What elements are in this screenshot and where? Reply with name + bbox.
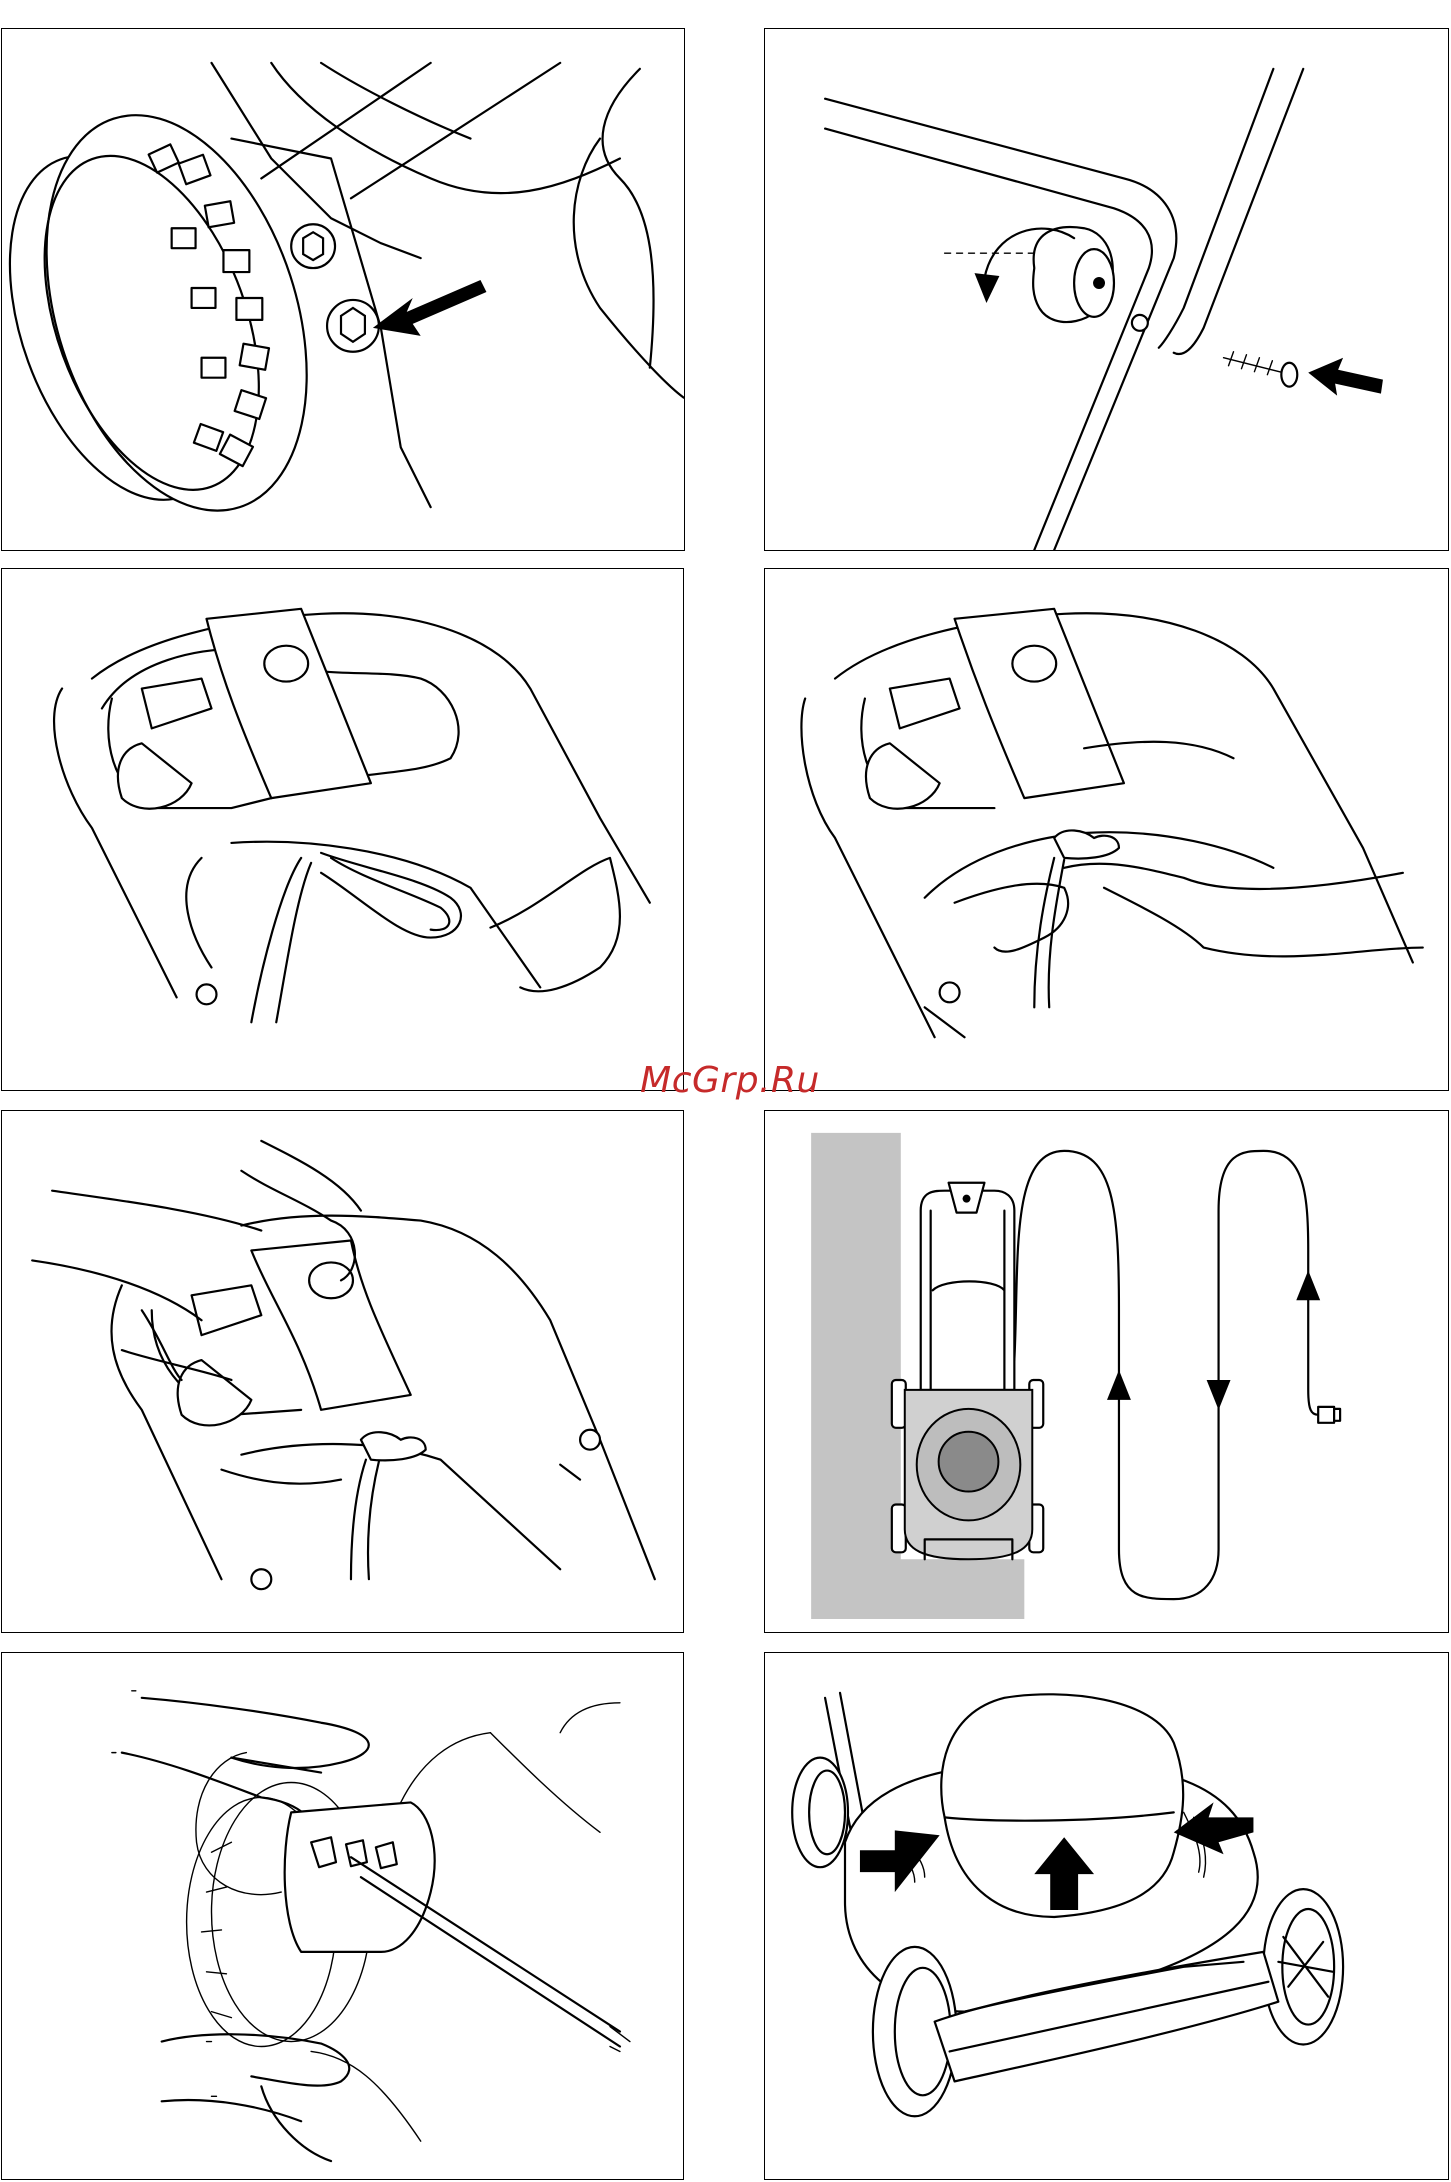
panel-switch-grip-handle bbox=[1, 1110, 684, 1633]
cable-hook bbox=[361, 1432, 426, 1460]
plug-icon bbox=[1318, 1407, 1340, 1423]
panel-cable-loop-handle bbox=[1, 568, 684, 1091]
lawnmower-top-view bbox=[892, 1183, 1043, 1560]
watermark: McGrp.Ru bbox=[610, 1060, 850, 1101]
mowing-pattern-diagram bbox=[765, 1111, 1448, 1632]
panel-wheel-bolt bbox=[1, 28, 685, 551]
handle-knob-illustration bbox=[765, 29, 1448, 550]
direction-arrow-icon bbox=[1107, 1370, 1131, 1400]
screw bbox=[1224, 352, 1298, 387]
knob bbox=[1033, 227, 1114, 322]
cable-hook bbox=[1054, 830, 1119, 858]
arrow-icon bbox=[1308, 358, 1383, 396]
switch-grip-illustration bbox=[2, 1111, 683, 1632]
arrow-icon bbox=[373, 280, 487, 336]
panel-cable-hook-handle bbox=[764, 568, 1449, 1091]
panel-grassbox-fit bbox=[764, 1652, 1449, 2180]
direction-arrow-icon bbox=[1296, 1270, 1320, 1300]
panel-height-adjust-lever bbox=[1, 1652, 684, 2180]
panel-cable-mowing-pattern bbox=[764, 1110, 1449, 1633]
cable-hook-illustration bbox=[765, 569, 1448, 1090]
grassbox-illustration bbox=[765, 1653, 1448, 2179]
panel-handle-knob-screw bbox=[764, 28, 1449, 551]
height-adjust-illustration bbox=[2, 1653, 683, 2179]
direction-arrow-icon bbox=[1207, 1380, 1231, 1410]
wheel-bolt-illustration bbox=[2, 29, 684, 550]
cable-loop-illustration bbox=[2, 569, 683, 1090]
